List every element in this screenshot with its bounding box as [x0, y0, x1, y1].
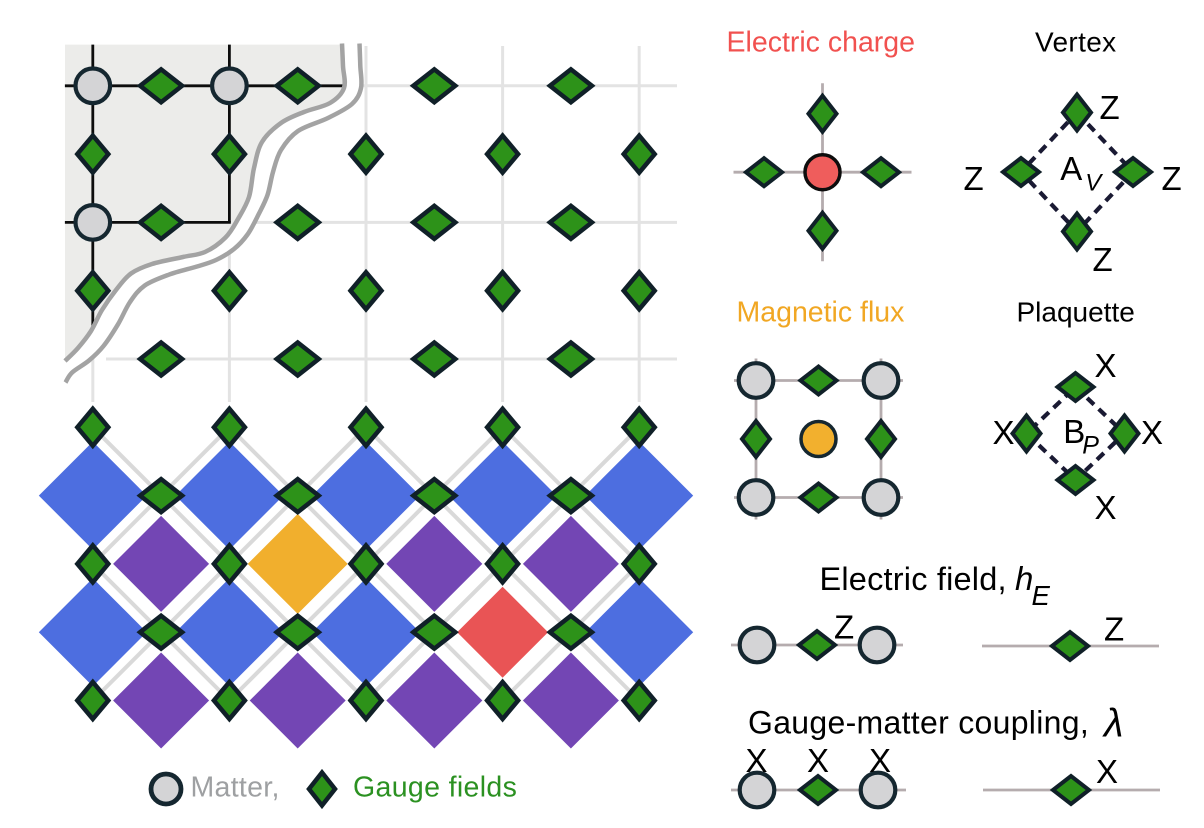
svg-text:X: X	[993, 414, 1015, 451]
svg-text:V: V	[1085, 170, 1103, 197]
svg-text:X: X	[1141, 414, 1163, 451]
svg-text:X: X	[807, 742, 829, 779]
svg-text:Electric field,: Electric field,	[820, 561, 1007, 597]
svg-text:Plaquette: Plaquette	[1017, 297, 1135, 328]
svg-text:X: X	[746, 742, 768, 779]
svg-text:Gauge fields: Gauge fields	[353, 772, 517, 804]
svg-text:Z: Z	[1162, 160, 1182, 197]
svg-text:X: X	[1096, 753, 1118, 790]
svg-text:Gauge-matter coupling,: Gauge-matter coupling,	[748, 705, 1089, 741]
svg-text:λ: λ	[1102, 702, 1123, 746]
svg-text:Electric charge: Electric charge	[727, 27, 916, 59]
svg-text:Z: Z	[1093, 241, 1113, 278]
svg-text:Z: Z	[1100, 89, 1120, 126]
svg-text:X: X	[1095, 347, 1117, 384]
svg-text:X: X	[869, 742, 891, 779]
svg-text:Vertex: Vertex	[1035, 27, 1116, 58]
svg-text:E: E	[1032, 580, 1051, 611]
svg-text:Z: Z	[964, 160, 984, 197]
svg-text:Z: Z	[834, 608, 854, 645]
svg-text:Matter,: Matter,	[191, 772, 280, 804]
svg-text:P: P	[1082, 431, 1099, 459]
svg-text:B: B	[1063, 413, 1085, 450]
svg-text:X: X	[1095, 489, 1117, 526]
svg-text:A: A	[1060, 150, 1082, 187]
svg-text:h: h	[1015, 560, 1033, 597]
svg-text:Z: Z	[1104, 611, 1124, 648]
svg-text:Magnetic flux: Magnetic flux	[737, 297, 905, 329]
